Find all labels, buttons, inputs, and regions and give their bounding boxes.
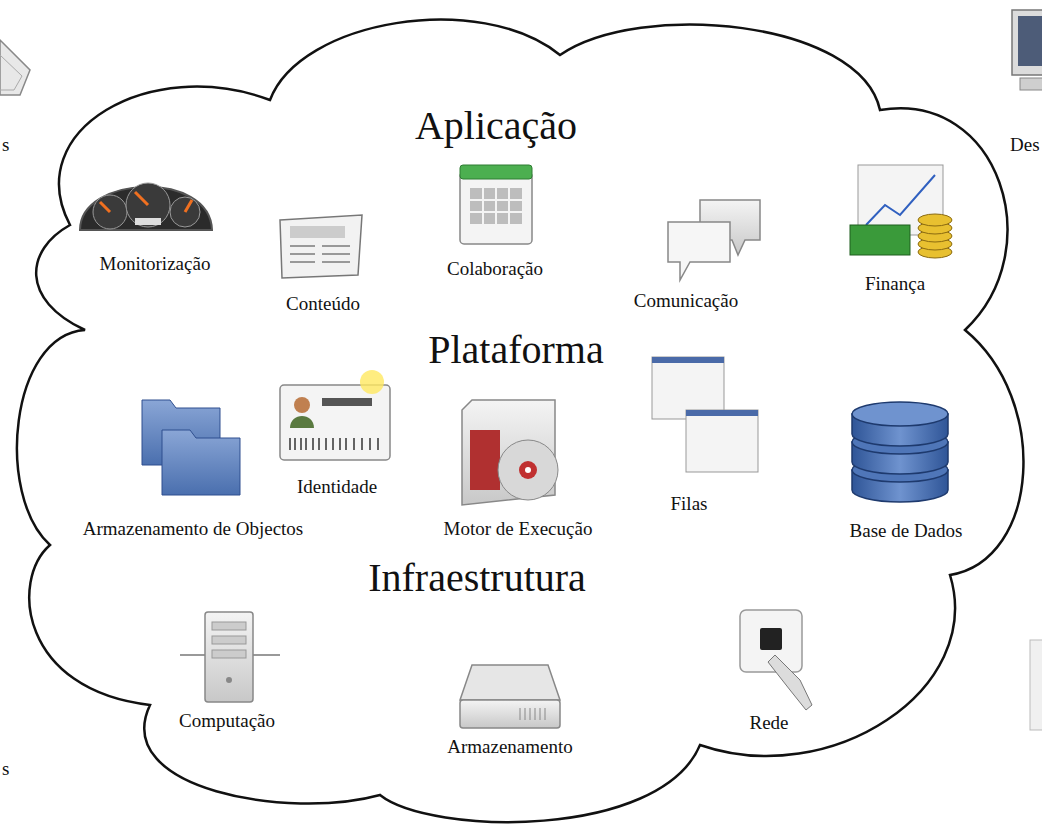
database-icon [852,402,948,502]
server-icon [180,612,280,702]
network-socket-icon [740,610,812,710]
id-card-icon [280,370,390,460]
service-label: Base de Dados [850,520,963,542]
right-edge-icon [1030,640,1042,730]
layer-heading: Infraestrutura [368,555,586,601]
finance-icon [850,165,952,258]
service-label: Finança [865,273,925,295]
service-label: Armazenamento de Objectos [83,518,304,540]
service-label: Rede [749,712,788,734]
folders-icon [142,400,240,495]
service-label: Armazenamento [447,736,573,758]
desktop-icon [1012,10,1042,90]
service-label: Monitorização [100,253,211,275]
queue-windows-icon [652,357,758,472]
service-label: Identidade [297,476,377,498]
service-label: Conteúdo [286,293,360,315]
laptop-icon [0,40,30,95]
edge-fragment-label: Des [1010,134,1040,156]
layer-heading: Aplicação [415,103,577,149]
cloud-outline [17,20,1024,822]
service-label: Computação [179,710,275,732]
layer-heading: Plataforma [428,327,604,373]
calendar-icon [460,165,532,244]
service-label: Comunicação [634,290,738,312]
service-label: Colaboração [447,258,543,280]
runtime-engine-icon [462,400,558,505]
hard-drive-icon [460,665,560,728]
edge-fragment-label: s [2,758,9,780]
edge-fragment-label: s [2,134,9,156]
gauge-icon [80,183,212,230]
speech-bubbles-icon [668,200,760,280]
service-label: Filas [671,493,708,515]
service-label: Motor de Execução [444,518,593,540]
newspaper-icon [280,215,362,278]
